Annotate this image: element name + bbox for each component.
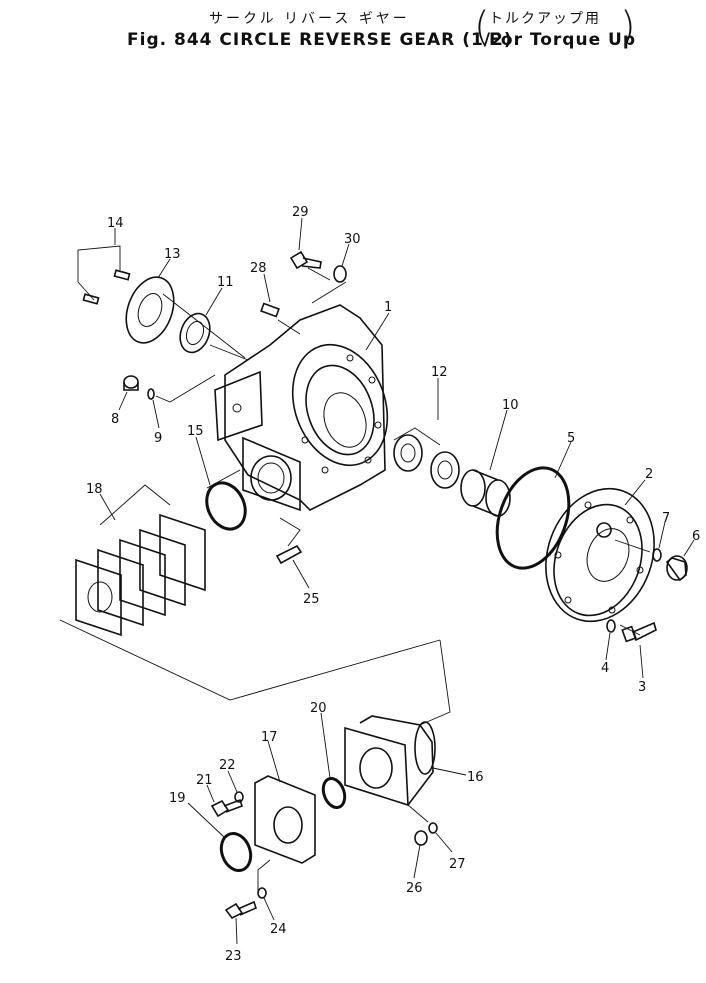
callout-12: 12 xyxy=(431,365,448,380)
callout-4: 4 xyxy=(601,661,609,676)
callout-3: 3 xyxy=(638,680,646,695)
plate-17-part xyxy=(254,775,316,864)
callout-5: 5 xyxy=(567,431,575,446)
callout-26: 26 xyxy=(406,881,423,896)
housing-16-part xyxy=(344,715,436,807)
bolt-29-part xyxy=(289,250,322,270)
cover-plate-part xyxy=(545,487,655,623)
callout-20: 20 xyxy=(310,701,327,716)
gasket-18-part xyxy=(75,513,206,637)
o-ring-20-part xyxy=(321,776,347,810)
note-japanese: トルクアップ用 xyxy=(489,11,601,27)
callout-21: 21 xyxy=(196,773,213,788)
washer-22-part xyxy=(234,791,244,803)
bolt-23-part xyxy=(224,900,257,920)
seal-9-part xyxy=(147,388,155,400)
callout-2: 2 xyxy=(645,467,653,482)
callout-7: 7 xyxy=(662,511,670,526)
assembly-lines xyxy=(59,245,651,892)
figure-title: Fig. 844 CIRCLE REVERSE GEAR (1/2) xyxy=(127,30,513,50)
seal-ring-7-part xyxy=(652,548,662,562)
dowel-28-part xyxy=(260,302,280,318)
left-bracket: ( xyxy=(474,4,490,50)
callout-23: 23 xyxy=(225,949,242,964)
callout-15: 15 xyxy=(187,424,204,439)
washer-30-part xyxy=(333,265,347,283)
callout-10: 10 xyxy=(502,398,519,413)
callout-6: 6 xyxy=(692,529,700,544)
callout-9: 9 xyxy=(154,431,162,446)
callout-19: 19 xyxy=(169,791,186,806)
callout-11: 11 xyxy=(217,275,234,290)
callout-17: 17 xyxy=(261,730,278,745)
washer-4-part xyxy=(606,619,616,633)
note-english: For Torque Up xyxy=(489,30,636,50)
plug-6-part xyxy=(665,555,688,582)
plate-13-part xyxy=(125,276,175,344)
callout-14: 14 xyxy=(107,216,124,231)
callout-30: 30 xyxy=(344,232,361,247)
bolt-21-part xyxy=(210,798,244,818)
callout-27: 27 xyxy=(449,857,466,872)
title-japanese: サークル リバース ギヤー xyxy=(209,11,410,27)
stud-25-part xyxy=(275,544,303,565)
bearing-12-part xyxy=(393,434,460,489)
bushing-10-part xyxy=(460,469,511,517)
callout-28: 28 xyxy=(250,261,267,276)
o-ring-19-part xyxy=(219,832,253,872)
bolt-3-part xyxy=(621,621,657,643)
o-ring-5-part xyxy=(495,466,571,570)
callout-16: 16 xyxy=(467,770,484,785)
callout-22: 22 xyxy=(219,758,236,773)
washer-27-part xyxy=(428,822,438,834)
callout-8: 8 xyxy=(111,412,119,427)
nut-26-part xyxy=(414,830,428,846)
plug-8-part xyxy=(123,375,139,391)
callout-13: 13 xyxy=(164,247,181,262)
callout-24: 24 xyxy=(270,922,287,937)
washer-24-part xyxy=(257,887,267,899)
oil-seal-11-part xyxy=(179,312,211,354)
pins-14-part xyxy=(82,269,131,305)
callout-25: 25 xyxy=(303,592,320,607)
callout-18: 18 xyxy=(86,482,103,497)
callout-29: 29 xyxy=(292,205,309,220)
callout-1: 1 xyxy=(384,300,392,315)
right-bracket: ) xyxy=(620,4,636,50)
callout-labels: 1 2 3 4 5 6 7 8 9 10 11 12 13 14 15 16 1… xyxy=(86,205,700,964)
housing-part xyxy=(214,304,389,512)
o-ring-15-part xyxy=(205,481,247,531)
